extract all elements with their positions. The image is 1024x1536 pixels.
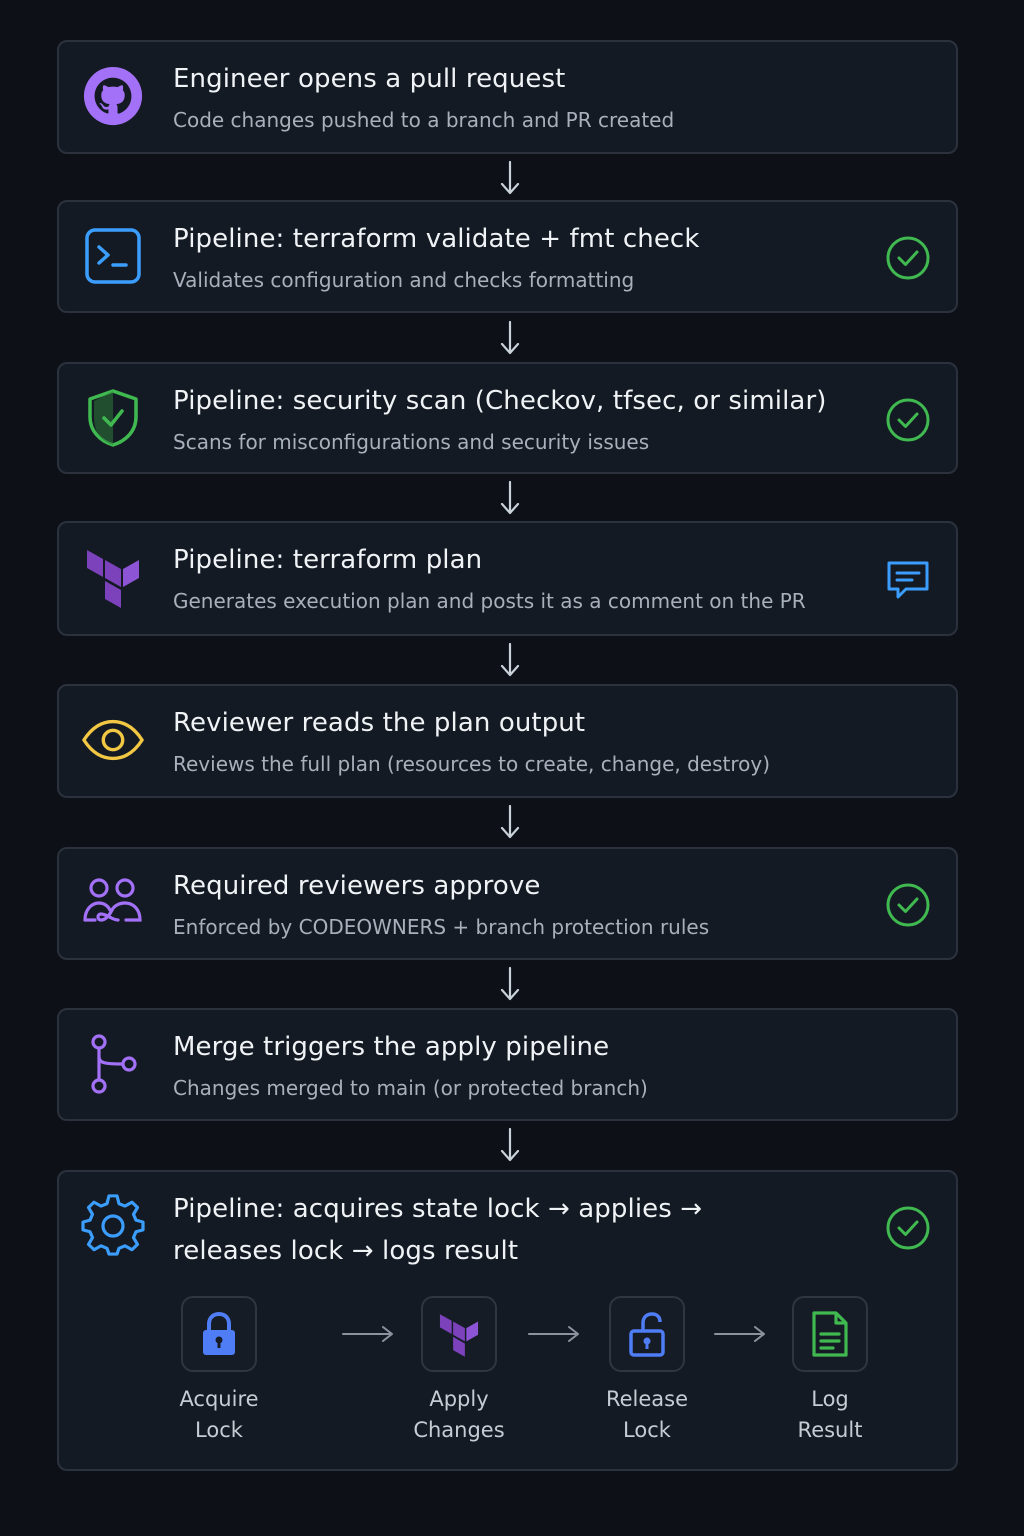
substep-icon-box: [421, 1296, 497, 1372]
step-title-line: releases lock → logs result: [173, 1236, 519, 1266]
right-arrow-icon: [342, 1326, 393, 1342]
substep-icon-box: [181, 1296, 257, 1372]
substep-label-line: Changes: [413, 1418, 505, 1442]
lock-icon: [203, 1311, 235, 1355]
step-subtitle: Code changes pushed to a branch and PR c…: [173, 108, 675, 132]
step-title: Pipeline: terraform validate + fmt check: [173, 224, 700, 254]
down-arrow-icon: [500, 966, 520, 1001]
step-card-apply-pipeline: Pipeline: acquires state lock → applies …: [57, 1170, 958, 1471]
substep-icon-box: [792, 1296, 868, 1372]
substep-label-line: Log: [811, 1387, 849, 1411]
apply-substeps: Acquire Lock Apply Changes: [173, 1296, 893, 1456]
substep-label: Release Lock: [587, 1384, 707, 1446]
step-subtitle: Enforced by CODEOWNERS + branch protecti…: [173, 915, 710, 939]
right-arrow-icon: [714, 1326, 765, 1342]
step-title: Merge triggers the apply pipeline: [173, 1032, 610, 1062]
terraform-icon: [439, 1314, 479, 1357]
right-arrow-icon: [528, 1326, 579, 1342]
step-title: Pipeline: terraform plan: [173, 545, 483, 575]
step-card-merge: Merge triggers the apply pipeline Change…: [57, 1008, 958, 1121]
eye-icon: [81, 708, 145, 772]
step-subtitle: Generates execution plan and posts it as…: [173, 589, 806, 613]
github-icon: [81, 64, 145, 128]
unlock-icon: [629, 1312, 665, 1357]
check-icon: [886, 883, 930, 927]
gear-icon: [81, 1194, 145, 1258]
step-title: Pipeline: acquires state lock → applies …: [173, 1188, 793, 1272]
terminal-icon: [81, 224, 145, 288]
substep-release-lock: Release Lock: [587, 1296, 707, 1446]
substep-label-line: Release: [605, 1387, 689, 1411]
git-merge-icon: [81, 1032, 145, 1096]
substep-label-line: Acquire: [179, 1387, 259, 1411]
substep-label: Log Result: [770, 1384, 890, 1446]
step-card-reviewers-approve: Required reviewers approve Enforced by C…: [57, 847, 958, 960]
substep-label-line: Lock: [195, 1418, 243, 1442]
step-subtitle: Reviews the full plan (resources to crea…: [173, 752, 771, 776]
shield-check-icon: [81, 386, 145, 450]
substep-label-line: Lock: [623, 1418, 671, 1442]
document-icon: [812, 1311, 848, 1357]
step-subtitle: Scans for misconfigurations and security…: [173, 430, 650, 454]
substep-label: Acquire Lock: [159, 1384, 279, 1446]
users-icon: [81, 871, 145, 935]
substep-label: Apply Changes: [399, 1384, 519, 1446]
down-arrow-icon: [500, 320, 520, 355]
down-arrow-icon: [500, 804, 520, 839]
down-arrow-icon: [500, 160, 520, 195]
step-title: Required reviewers approve: [173, 871, 541, 901]
step-card-security-scan: Pipeline: security scan (Checkov, tfsec,…: [57, 362, 958, 474]
comment-icon: [887, 561, 929, 599]
substep-acquire-lock: Acquire Lock: [159, 1296, 279, 1446]
substep-label-line: Result: [797, 1418, 863, 1442]
step-title-line: Pipeline: acquires state lock → applies …: [173, 1194, 703, 1224]
step-card-terraform-plan: Pipeline: terraform plan Generates execu…: [57, 521, 958, 636]
down-arrow-icon: [500, 642, 520, 677]
step-card-open-pr: Engineer opens a pull request Code chang…: [57, 40, 958, 154]
step-title: Engineer opens a pull request: [173, 64, 566, 94]
down-arrow-icon: [500, 1127, 520, 1162]
terraform-icon: [81, 545, 145, 609]
substep-log-result: Log Result: [770, 1296, 890, 1446]
substep-apply-changes: Apply Changes: [399, 1296, 519, 1446]
step-subtitle: Validates configuration and checks forma…: [173, 268, 635, 292]
step-card-review-plan: Reviewer reads the plan output Reviews t…: [57, 684, 958, 798]
check-icon: [886, 236, 930, 280]
step-title: Reviewer reads the plan output: [173, 708, 586, 738]
step-subtitle: Changes merged to main (or protected bra…: [173, 1076, 648, 1100]
substep-icon-box: [609, 1296, 685, 1372]
down-arrow-icon: [500, 480, 520, 515]
check-icon: [886, 1206, 930, 1250]
step-card-validate: Pipeline: terraform validate + fmt check…: [57, 200, 958, 313]
step-title: Pipeline: security scan (Checkov, tfsec,…: [173, 386, 827, 416]
check-icon: [886, 398, 930, 442]
substep-label-line: Apply: [429, 1387, 489, 1411]
